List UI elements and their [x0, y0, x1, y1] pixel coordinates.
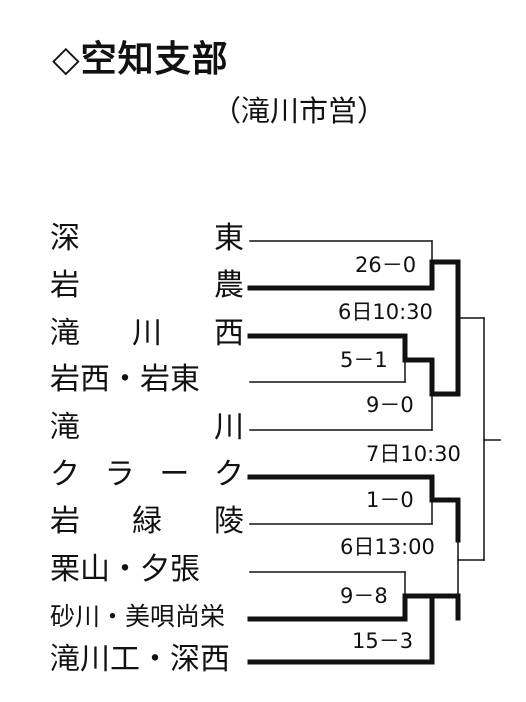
team-name: 深東: [50, 219, 244, 259]
team-name: 滝川工・深西: [50, 640, 244, 680]
team-name-char: ク: [50, 457, 80, 492]
team-name-char: 岩: [50, 504, 80, 539]
team-name-char: 川: [214, 410, 244, 445]
team-name: 岩農: [50, 266, 244, 306]
team-name-char: 滝: [50, 410, 80, 445]
team-name-char: 陵: [214, 504, 244, 539]
team-name-char: 川: [132, 316, 162, 351]
score-g5: 9－8: [340, 584, 388, 608]
team-name: クラーク: [50, 455, 244, 495]
winner-path-takikawanishi: [247, 315, 461, 397]
score-g3: 9－0: [366, 393, 414, 417]
team-name-char: 栗山・夕張: [50, 552, 200, 587]
team-name: 岩西・岩東: [50, 360, 244, 400]
team-name: 岩緑陵: [50, 502, 244, 542]
page-title: ◇空知支部: [52, 39, 229, 80]
team-name: 滝川西: [50, 314, 244, 354]
team-name: 滝川: [50, 408, 244, 448]
winner-path-clark: [247, 474, 461, 543]
team-name: 砂川・美唄尚栄: [50, 597, 244, 637]
schedule-c: 6日13:00: [340, 535, 435, 559]
team-name-char: 緑: [132, 504, 162, 539]
winner-path-iwanou: [247, 259, 461, 321]
team-name-char: 岩: [50, 268, 80, 303]
team-name-char: ー: [159, 457, 190, 492]
team-name-char: 深: [50, 221, 80, 256]
team-name-char: 岩西・岩東: [50, 362, 200, 397]
team-name-char: 西: [214, 316, 244, 351]
winner-path-sunagawa: [247, 593, 435, 622]
score-g2: 5－1: [340, 348, 388, 372]
team-name-char: ラ: [104, 457, 135, 492]
schedule-b: 7日10:30: [366, 442, 461, 466]
team-name: 栗山・夕張: [50, 550, 244, 590]
score-g6: 15－3: [352, 629, 413, 653]
team-name-char: 砂川・美唄尚栄: [50, 602, 226, 631]
team-name-char: 滝: [50, 316, 80, 351]
score-g4: 1－0: [366, 488, 414, 512]
winner-path-takikawako: [247, 593, 461, 665]
score-g1: 26－0: [355, 253, 416, 277]
venue-label: （滝川市営）: [212, 94, 387, 128]
team-name-char: 滝川工・深西: [50, 642, 230, 677]
team-name-char: ク: [213, 457, 244, 492]
schedule-a: 6日10:30: [338, 300, 433, 324]
team-name-char: 農: [214, 268, 244, 303]
team-name-char: 東: [214, 221, 244, 256]
